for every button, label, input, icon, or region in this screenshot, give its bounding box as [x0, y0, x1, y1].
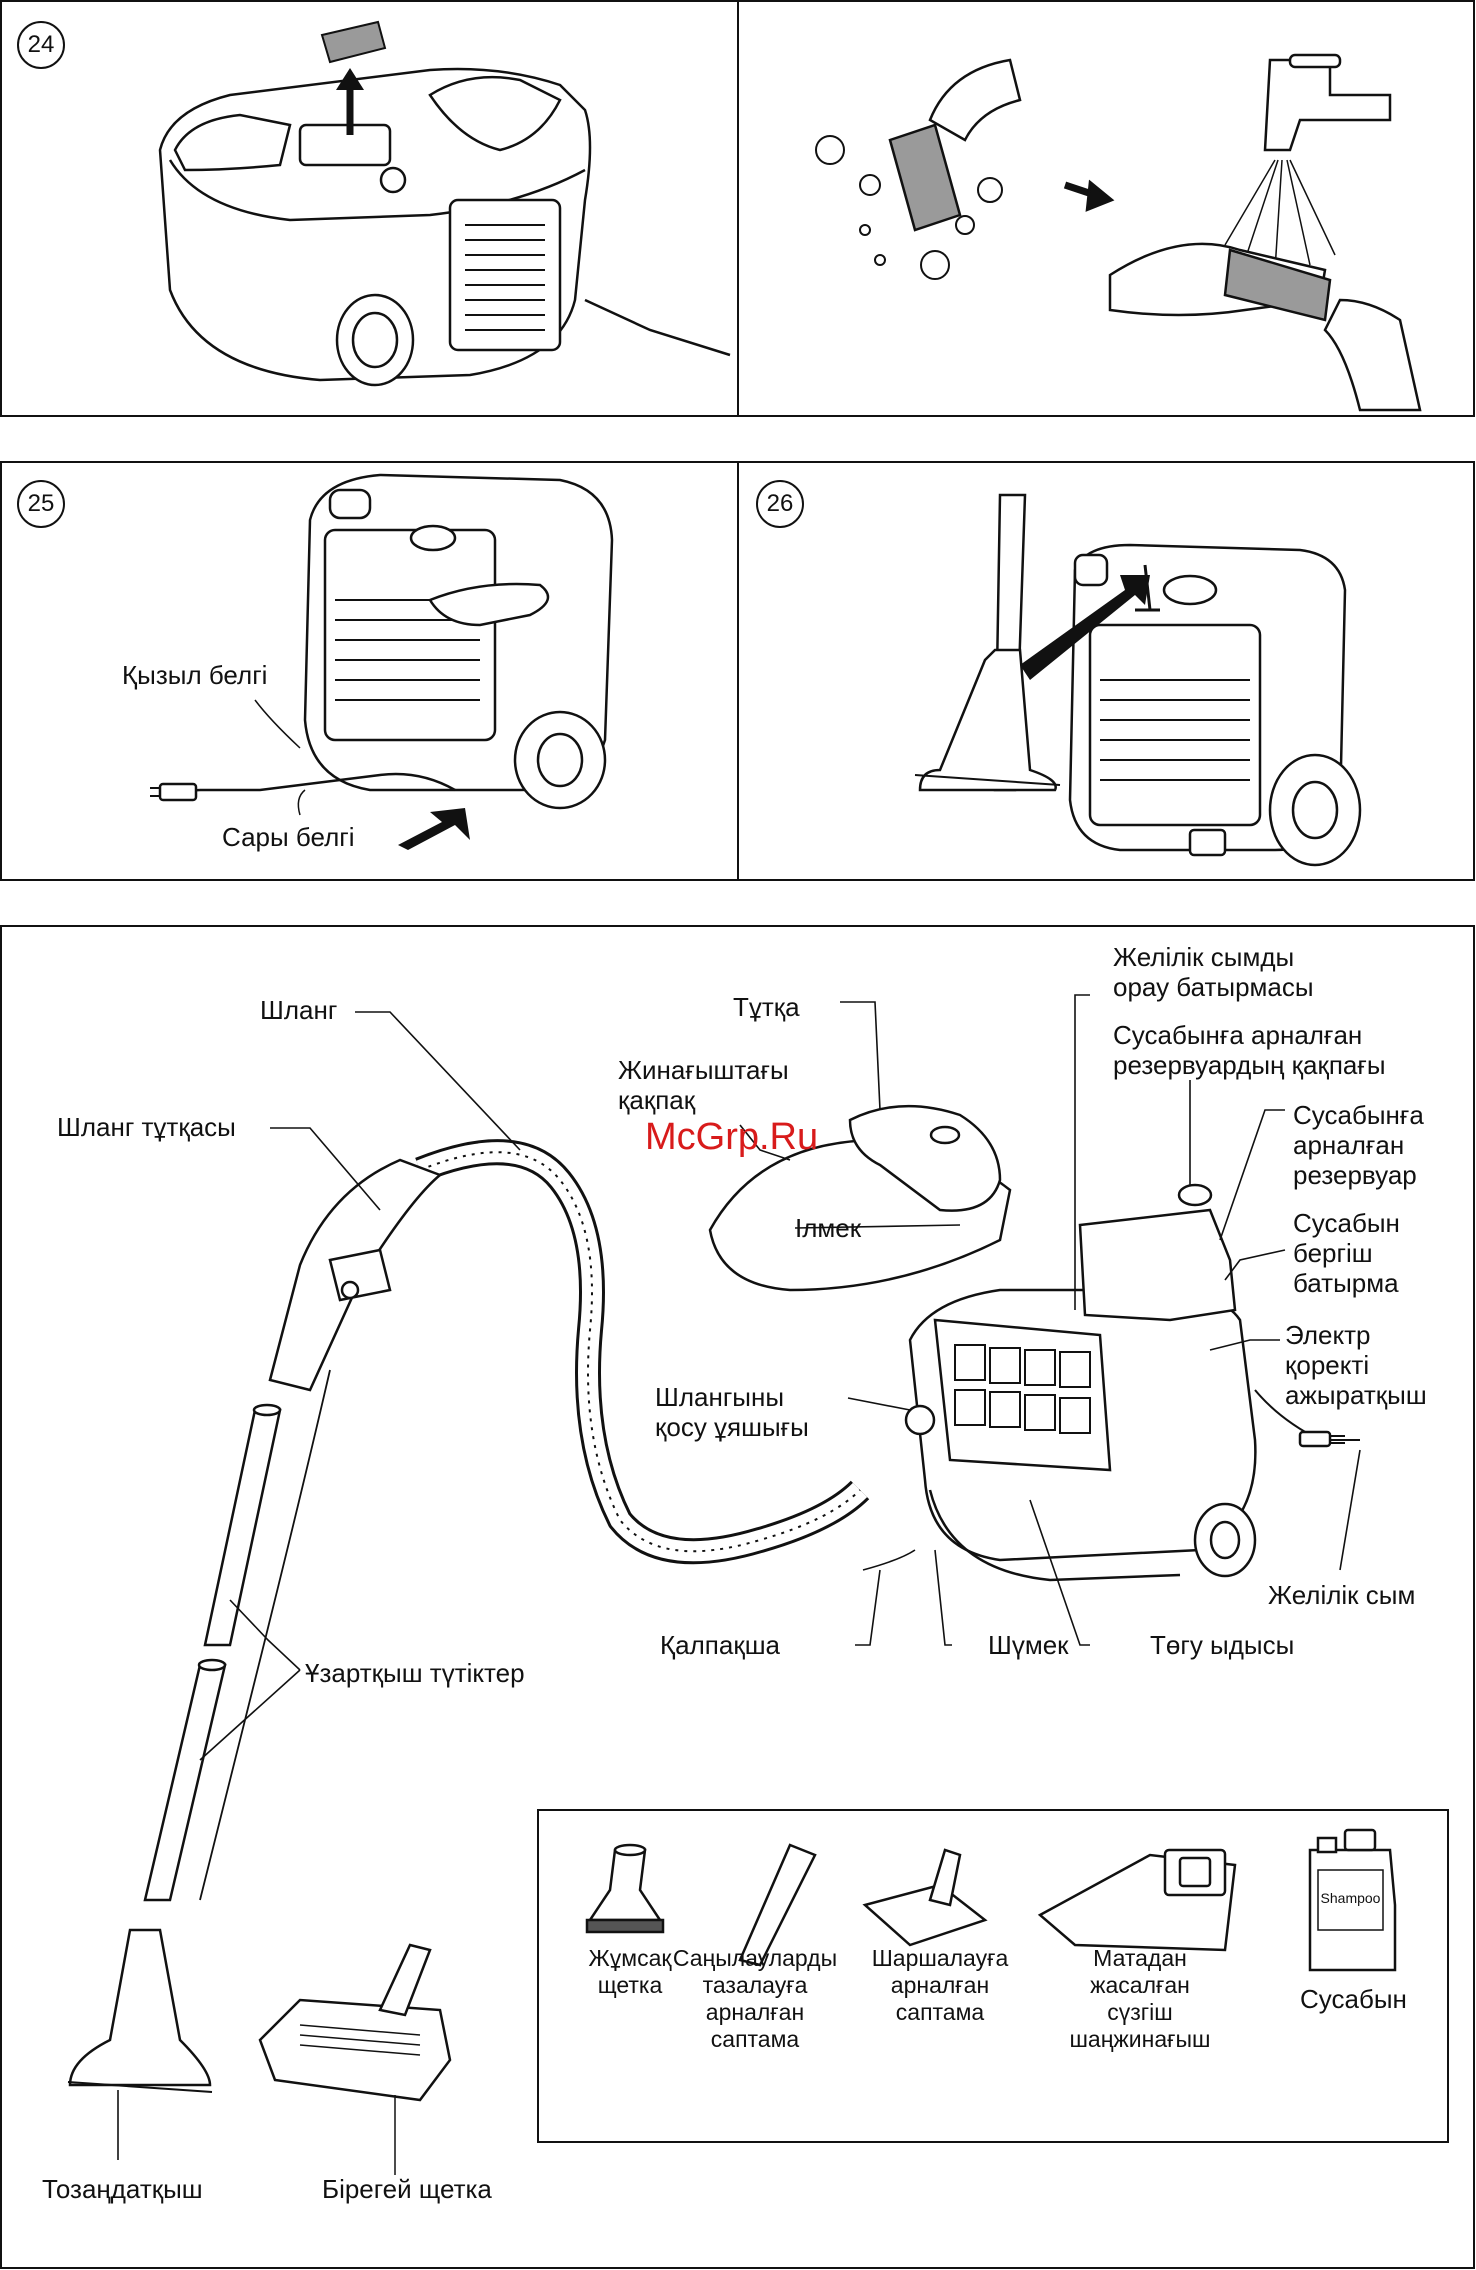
label-shampoo-tank-cap: Сусабынға арналған резервуардың қақпағы [1113, 1020, 1386, 1080]
universal-brush-drawing [258, 1943, 452, 2175]
panel-26-arrow [1020, 564, 1160, 680]
panel-26-frame [737, 461, 1475, 881]
cloth-filter-bag-drawing [1037, 1848, 1237, 1952]
label-power-switch: Электр қоректі ажыратқыш [1285, 1320, 1427, 1410]
watermark: McGrp.Ru [645, 1116, 819, 1158]
label-handle: Тұтқа [733, 992, 800, 1022]
panel-26-machine [914, 493, 1362, 867]
shampoo-bottle-drawing [1308, 1828, 1397, 1972]
label-power-cord: Желілік сым [1268, 1580, 1416, 1610]
floor-nozzle-drawing [862, 1848, 988, 1947]
panel-24-machine [158, 67, 731, 387]
panel-25-machine [150, 473, 614, 810]
label-universal-brush: Бірегей щетка [322, 2174, 492, 2204]
label-hose-handle: Шланг тұтқасы [57, 1112, 236, 1142]
panel-24-filter [320, 20, 387, 135]
panel-parts-frame [0, 925, 1475, 2269]
extension-tubes-drawing [143, 1369, 331, 1902]
soft-brush-drawing [585, 1843, 665, 1934]
label-spout: Шүмек [988, 1630, 1069, 1660]
label-hose: Шланг [260, 995, 338, 1025]
label-collector-lid: Жинағыштағы қақпақ [618, 1055, 789, 1115]
panel-24b-washing [815, 53, 1422, 412]
parts-leader-lines [117, 994, 1361, 2160]
label-shampoo-tank: Сусабынға арналған резервуар [1293, 1100, 1424, 1190]
accessory-filter-bag-label: Матадан жасалған сүзгіш шаңжинағыш [1069, 1945, 1211, 2052]
hose-handle-drawing [268, 1158, 443, 1392]
label-hook: Ілмек [795, 1213, 862, 1243]
label-cord-wind-button: Желілік сымды орау батырмасы [1113, 942, 1314, 1002]
label-cleaner: Тозаңдатқыш [42, 2174, 203, 2204]
panel-24b-frame [737, 0, 1475, 417]
label-yellow-mark: Сары белгі [222, 822, 355, 852]
cleaner-drawing [67, 1928, 213, 2093]
hose-drawing [415, 1139, 870, 1565]
label-drain-tank: Төгу ыдысы [1150, 1630, 1295, 1660]
panel-25-arrow [398, 808, 470, 850]
collector-lid-drawing [708, 1104, 1012, 1292]
panel-25-leaders [254, 699, 306, 816]
step-badge-26: 26 [756, 480, 804, 528]
label-red-mark: Қызыл белгі [122, 660, 268, 690]
main-unit-drawing [904, 1183, 1360, 1582]
shampoo-bottle-text: Shampoo [1320, 1890, 1381, 1906]
accessories-frame [537, 1809, 1449, 2143]
step-badge-25: 25 [17, 480, 65, 528]
accessory-crevice-nozzle-label: Саңылауларды тазалауға арналған саптама [672, 1945, 838, 2052]
accessory-floor-nozzle-label: Шаршалауға арналған саптама [871, 1945, 1009, 2025]
label-cap: Қалпақша [660, 1630, 781, 1660]
accessory-soft-brush-label: Жұмсақ щетка [588, 1945, 672, 1998]
crevice-nozzle-drawing [738, 1843, 817, 1967]
label-shampoo-button: Сусабын бергіш батырма [1293, 1208, 1400, 1298]
step-badge-24: 24 [17, 21, 65, 69]
label-extension-tubes: Ұзартқыш түтіктер [305, 1658, 525, 1688]
label-hose-socket: Шлангыны қосу ұяшығы [655, 1382, 809, 1442]
accessory-shampoo-label: Сусабын [1300, 1984, 1407, 2014]
